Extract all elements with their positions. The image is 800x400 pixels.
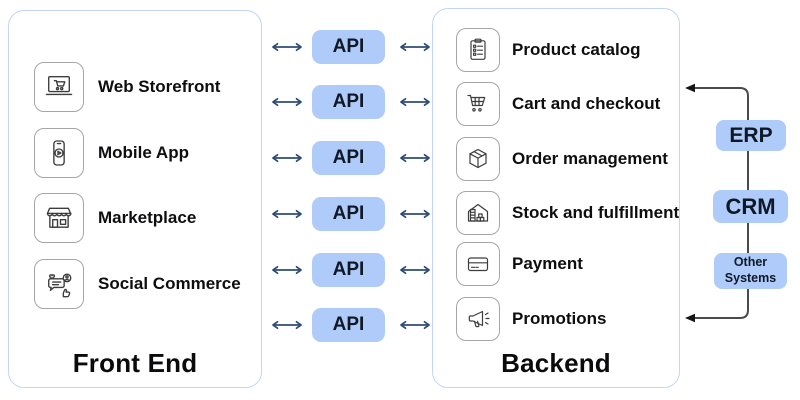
- item-label: Mobile App: [98, 143, 189, 162]
- item-label: Stock and fulfillment: [512, 203, 680, 222]
- item-label: Promotions: [512, 309, 607, 328]
- api-left-double-arrow-icon: [272, 265, 302, 275]
- item-label: Web Storefront: [98, 77, 221, 96]
- api-row: API: [268, 85, 434, 119]
- api-pill: API: [312, 197, 385, 231]
- package-cube-icon: [456, 137, 500, 181]
- list-item: Social Commerce: [34, 259, 241, 309]
- list-item: Promotions: [456, 297, 606, 341]
- api-row: API: [268, 308, 434, 342]
- item-label: Social Commerce: [98, 274, 241, 293]
- api-pill: API: [312, 253, 385, 287]
- list-item: Order management: [456, 137, 668, 181]
- list-item: Mobile App: [34, 128, 189, 178]
- item-label: Cart and checkout: [512, 94, 661, 113]
- api-left-double-arrow-icon: [272, 97, 302, 107]
- api-row: API: [268, 141, 434, 175]
- api-pill: API: [312, 30, 385, 64]
- clipboard-list-icon: [456, 28, 500, 72]
- api-left-double-arrow-icon: [272, 42, 302, 52]
- arrow-left-icon: [685, 83, 695, 93]
- api-left-double-arrow-icon: [272, 153, 302, 163]
- list-item: Web Storefront: [34, 62, 220, 112]
- credit-card-icon: [456, 242, 500, 286]
- item-label: Payment: [512, 254, 583, 273]
- megaphone-icon: [456, 297, 500, 341]
- laptop-cart-icon: [34, 62, 84, 112]
- api-right-double-arrow-icon: [400, 42, 430, 52]
- api-right-double-arrow-icon: [400, 265, 430, 275]
- warehouse-icon: [456, 191, 500, 235]
- shopping-cart-icon: [456, 82, 500, 126]
- api-left-double-arrow-icon: [272, 209, 302, 219]
- list-item: Marketplace: [34, 193, 196, 243]
- api-row: API: [268, 197, 434, 231]
- api-right-double-arrow-icon: [400, 153, 430, 163]
- list-item: Product catalog: [456, 28, 640, 72]
- external-system-crm: CRM: [713, 190, 788, 223]
- external-system-erp: ERP: [716, 120, 786, 151]
- item-label: Order management: [512, 149, 668, 168]
- api-row: API: [268, 253, 434, 287]
- api-right-double-arrow-icon: [400, 320, 430, 330]
- api-pill: API: [312, 141, 385, 175]
- arrow-left-icon: [685, 313, 695, 323]
- api-right-double-arrow-icon: [400, 97, 430, 107]
- social-chat-icon: [34, 259, 84, 309]
- storefront-icon: [34, 193, 84, 243]
- list-item: Cart and checkout: [456, 82, 660, 126]
- api-right-double-arrow-icon: [400, 209, 430, 219]
- api-pill: API: [312, 308, 385, 342]
- list-item: Payment: [456, 242, 583, 286]
- api-left-double-arrow-icon: [272, 320, 302, 330]
- backend-title: Backend: [501, 348, 611, 378]
- external-system-other-systems: Other Systems: [714, 253, 787, 289]
- api-row: API: [268, 30, 434, 64]
- item-label: Product catalog: [512, 40, 641, 59]
- frontend-title: Front End: [72, 348, 198, 378]
- list-item: Stock and fulfillment: [456, 191, 679, 235]
- mobile-play-icon: [34, 128, 84, 178]
- api-pill: API: [312, 85, 385, 119]
- item-label: Marketplace: [98, 208, 197, 227]
